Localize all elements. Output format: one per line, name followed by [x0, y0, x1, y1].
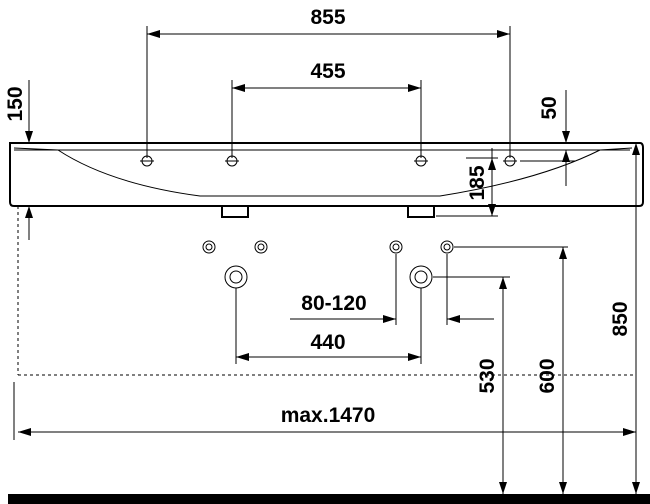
dimension-150-label: 150 [4, 86, 27, 121]
dimension-80-120: 80-120 [290, 254, 494, 325]
washbasin-body [9, 142, 644, 207]
dimension-max-1470: max.1470 [13, 382, 636, 440]
dimension-855-label: 855 [310, 6, 345, 29]
drain-connection-right [409, 265, 433, 289]
supply-connection-3 [389, 240, 403, 254]
dimension-440: 440 [235, 288, 422, 364]
dimension-600-label: 600 [536, 358, 559, 393]
dimension-530-label: 530 [476, 358, 499, 393]
supply-connection-4 [440, 240, 454, 254]
dimension-185-label: 185 [466, 165, 489, 200]
dimension-max-1470-label: max.1470 [281, 404, 376, 427]
floor-line [8, 494, 650, 504]
waste-outlet-left [221, 205, 249, 218]
dimension-50: 50 [520, 90, 575, 186]
dimension-150: 150 [4, 80, 33, 240]
waste-outlet-right [407, 205, 435, 218]
dimension-530: 530 [433, 276, 510, 494]
dimension-600: 600 [454, 246, 568, 494]
dimension-850: 850 [609, 143, 640, 494]
dimension-50-label: 50 [538, 96, 561, 119]
dimension-455: 455 [231, 60, 422, 158]
dimension-455-label: 455 [310, 60, 345, 83]
supply-connection-1 [202, 240, 216, 254]
supply-connection-2 [254, 240, 268, 254]
dimension-855: 855 [146, 6, 511, 158]
dimension-185: 185 [436, 148, 498, 217]
drain-connection-left [224, 265, 248, 289]
dimension-80-120-label: 80-120 [301, 292, 366, 315]
dimension-440-label: 440 [310, 331, 345, 354]
dimension-850-label: 850 [609, 301, 632, 336]
